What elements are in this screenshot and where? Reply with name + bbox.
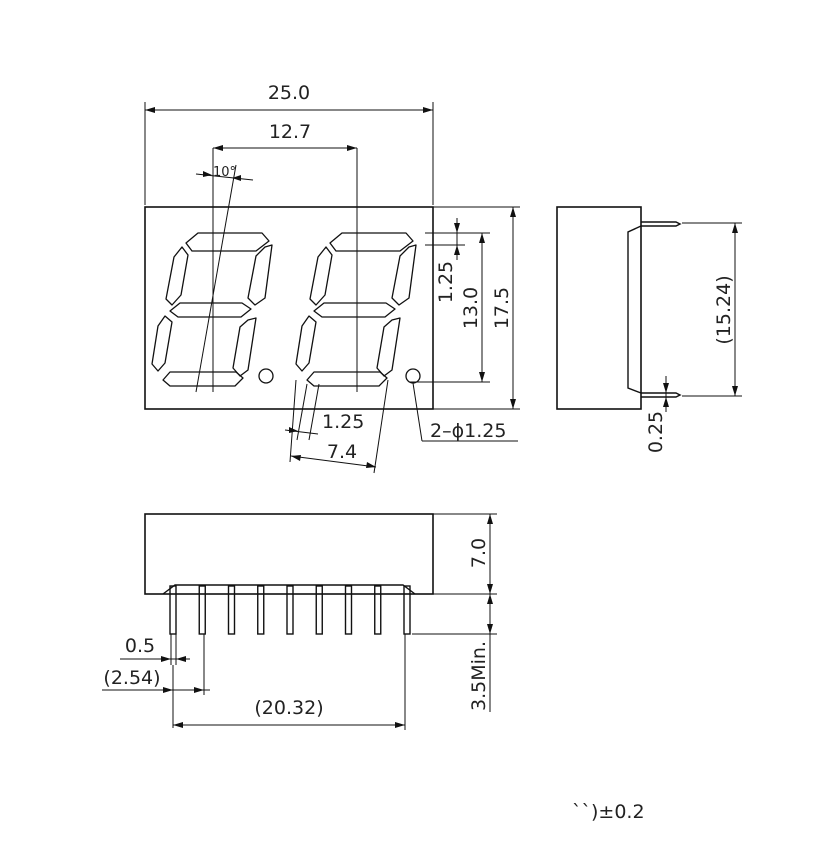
digit-2-segment-b	[391, 244, 417, 306]
dim-pin-span: (20.32)	[254, 697, 323, 719]
side-pin-top	[641, 221, 682, 227]
arrowhead	[347, 145, 357, 151]
arrowhead	[510, 399, 516, 409]
dim-digit-width: 7.4	[327, 441, 357, 463]
tolerance-note: ``)±0.2	[572, 801, 645, 823]
dim-pin-pitch: (2.54)	[103, 667, 160, 689]
arrowhead	[487, 514, 493, 524]
display-body-front	[144, 206, 434, 410]
dim-row-spacing: (15.24)	[713, 275, 735, 344]
arrowhead	[663, 383, 669, 393]
digit-2-segment-f	[309, 246, 333, 306]
extension-line	[373, 379, 389, 474]
dim-pin-thickness: 0.25	[645, 411, 667, 453]
display-body-side	[556, 206, 642, 410]
dim-digit-height: 13.0	[460, 287, 482, 329]
dim-pin-length: 3.5Min.	[468, 641, 490, 711]
extension-line	[289, 379, 297, 463]
digit-1	[151, 232, 274, 387]
digit-1-segment-d	[162, 371, 244, 387]
arrowhead	[732, 386, 738, 396]
digit-2	[295, 232, 421, 387]
digit-2-segment-g	[313, 302, 396, 318]
display-body-bottom	[144, 513, 434, 595]
digit-1-segment-f	[165, 246, 189, 306]
extension-line	[308, 383, 320, 441]
side-pin-bottom	[641, 392, 682, 398]
side-pin-lead	[627, 225, 642, 394]
digit-2-segment-c	[376, 317, 401, 377]
digit-1-segment-g	[169, 302, 252, 318]
digit-1-segment-e	[151, 315, 173, 372]
pin-5	[286, 585, 294, 635]
arrowhead	[510, 207, 516, 217]
arrowhead	[203, 171, 212, 177]
arrowhead	[173, 722, 183, 728]
arrowhead	[289, 427, 298, 433]
arrowhead	[454, 245, 460, 255]
arrowhead	[423, 107, 433, 113]
digit-1-segment-b	[247, 244, 273, 306]
arrowhead	[454, 223, 460, 233]
digit-1-decimal-point	[258, 368, 274, 384]
arrowhead	[732, 223, 738, 233]
arrowhead	[176, 656, 186, 662]
digit-2-segment-e	[295, 315, 317, 372]
dim-slant-angle: 10°	[213, 165, 236, 180]
arrowhead	[291, 455, 301, 461]
arrowhead	[663, 397, 669, 407]
dim-segment-width: 1.25	[322, 411, 364, 433]
arrowhead	[487, 594, 493, 604]
arrowhead	[232, 175, 241, 181]
dim-pin-width: 0.5	[125, 635, 155, 657]
pin-7	[344, 585, 353, 635]
side-view: (15.24) 0.25	[556, 206, 742, 453]
pin-9	[403, 585, 411, 635]
digit-2-segment-d	[306, 371, 388, 387]
pin-2	[198, 585, 206, 635]
pin-4	[257, 585, 265, 635]
dim-body-depth: 7.0	[468, 538, 490, 568]
bottom-view: 7.0 3.5Min. 0.5 (2.54) (20.32)	[102, 513, 497, 730]
dim-dp-offset: 1.25	[435, 261, 457, 303]
front-view: 25.0 12.7 10° 1.25 13.0 17.5	[144, 82, 520, 474]
dim-dp-diameter: 2–ϕ1.25	[430, 420, 506, 442]
digit-1-segment-a	[185, 232, 270, 252]
leader-line-dp	[412, 382, 423, 442]
dimension-line-digit-width	[290, 455, 377, 468]
arrowhead	[395, 722, 405, 728]
pin-1	[169, 585, 177, 635]
arrowhead	[145, 107, 155, 113]
extension-line	[296, 383, 308, 441]
slant-reference-line	[195, 164, 237, 393]
pin-row	[169, 585, 411, 635]
pin-base-outline	[162, 584, 416, 595]
digit-2-segment-a	[329, 232, 414, 252]
arrowhead	[487, 584, 493, 594]
arrowhead	[487, 624, 493, 634]
dim-digit-pitch: 12.7	[269, 121, 311, 143]
arrowhead	[194, 687, 204, 693]
dim-overall-width: 25.0	[268, 82, 310, 104]
pin-8	[374, 585, 382, 635]
dim-overall-height: 17.5	[491, 287, 513, 329]
arrowhead	[479, 233, 485, 243]
arrowhead	[213, 145, 223, 151]
digit-1-segment-c	[232, 317, 257, 377]
arrowhead	[479, 372, 485, 382]
pin-6	[315, 585, 323, 635]
arrowhead	[366, 462, 376, 468]
pin-3	[227, 585, 236, 635]
arrowhead	[161, 656, 171, 662]
arrowhead	[163, 687, 173, 693]
